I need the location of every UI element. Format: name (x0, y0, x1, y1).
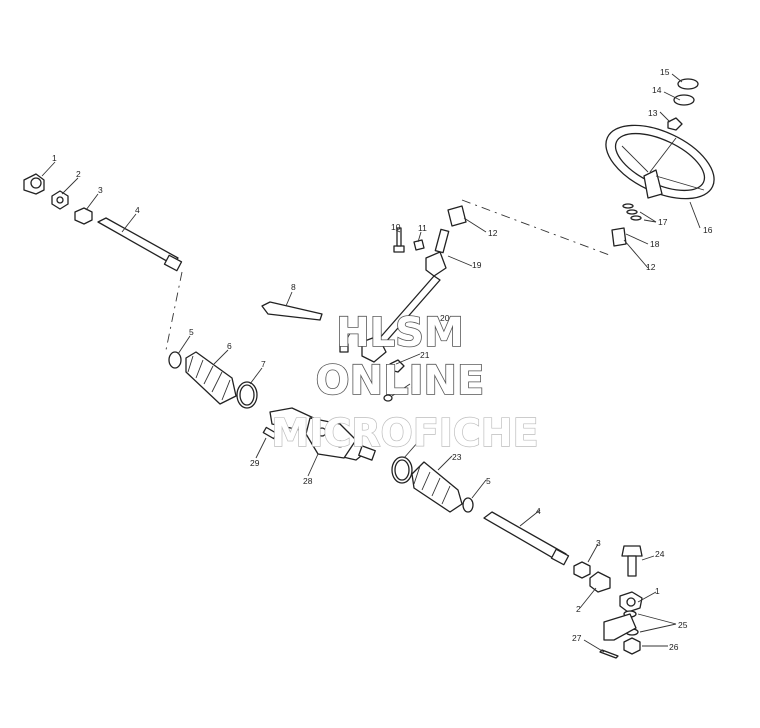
callout-22: 22 (411, 380, 421, 390)
callout-21: 21 (420, 350, 430, 360)
right-boot-clamp-large (391, 456, 413, 484)
upper-bushing (447, 205, 467, 227)
upper-u-joint (425, 228, 450, 277)
right-inner-tie-rod (483, 511, 570, 566)
left-jam-nut (51, 190, 69, 210)
pinch-nut (413, 239, 425, 251)
callout-10: 10 (391, 222, 401, 232)
steering-wheel (605, 124, 715, 200)
castle-nut (623, 637, 641, 655)
wheel-cap (677, 78, 699, 90)
pinch-bolt (393, 227, 405, 253)
callout-23: 23 (452, 452, 462, 462)
cotter-pin (599, 649, 619, 659)
shaft-washer (383, 394, 393, 402)
wheel-cap-ring (673, 94, 695, 106)
leader-lines (41, 73, 701, 653)
right-jam-nut (589, 571, 611, 593)
callout-2b: 2 (576, 604, 581, 614)
callout-12a: 12 (488, 228, 498, 238)
callout-24: 24 (655, 549, 665, 559)
watermark-line1: HLSM (336, 310, 464, 356)
callout-14: 14 (652, 85, 662, 95)
callout-20: 20 (440, 313, 450, 323)
callout-5a: 5 (189, 327, 194, 337)
callout-13: 13 (648, 108, 658, 118)
shaft-bolt (261, 301, 323, 321)
callout-17: 17 (658, 217, 668, 227)
left-inner-tie-rod (97, 217, 183, 272)
steering-arm-bracket (603, 613, 637, 641)
callout-28: 28 (303, 476, 313, 486)
callout-3a: 3 (98, 185, 103, 195)
steering-rack-housing (269, 407, 376, 461)
wheel-nut (667, 117, 683, 131)
callout-1a: 1 (52, 153, 57, 163)
callout-18: 18 (650, 239, 660, 249)
callout-9: 9 (361, 323, 366, 333)
callout-3b: 3 (596, 538, 601, 548)
callout-5b: 5 (486, 476, 491, 486)
right-adjuster-sleeve (573, 561, 591, 579)
callout-19: 19 (472, 260, 482, 270)
callout-1b: 1 (655, 586, 660, 596)
callout-12b: 12 (646, 262, 656, 272)
spindle-bolt (621, 545, 643, 577)
watermark-line2: ONLINE (316, 358, 485, 404)
callout-27: 27 (572, 633, 582, 643)
callout-2a: 2 (76, 169, 81, 179)
callout-7a: 7 (261, 359, 266, 369)
left-adjuster-sleeve (74, 207, 93, 225)
callout-numbers: 1 2 3 4 5 6 7 8 10 11 12 12 13 14 15 16 … (52, 67, 713, 652)
callout-29: 29 (250, 458, 260, 468)
callout-16: 16 (703, 225, 713, 235)
callout-8: 8 (291, 282, 296, 292)
watermark: HLSM ONLINE MICROFICHE (271, 309, 540, 456)
right-boot (411, 461, 463, 513)
shaft-nut (389, 359, 405, 373)
callout-15: 15 (660, 67, 670, 77)
callout-4b: 4 (536, 506, 541, 516)
intermediate-shaft (377, 275, 441, 345)
callout-26: 26 (669, 642, 679, 652)
left-boot (185, 351, 237, 405)
callout-4a: 4 (135, 205, 140, 215)
bearing-spacers (622, 203, 642, 221)
callout-7b: 7 (416, 438, 421, 448)
rack-mount-bolt (262, 426, 278, 440)
right-tie-rod-end (619, 591, 643, 613)
callout-6: 6 (227, 341, 232, 351)
callout-11: 11 (418, 223, 427, 233)
watermark-line3: MICROFICHE (271, 411, 538, 455)
lower-u-joint (361, 335, 387, 363)
right-boot-clamp-small (462, 497, 474, 513)
left-boot-clamp-small (168, 351, 182, 369)
left-boot-clamp-large (236, 381, 258, 409)
callout-25: 25 (678, 620, 688, 630)
lower-bushing (611, 227, 627, 247)
left-tie-rod-end (23, 173, 45, 195)
